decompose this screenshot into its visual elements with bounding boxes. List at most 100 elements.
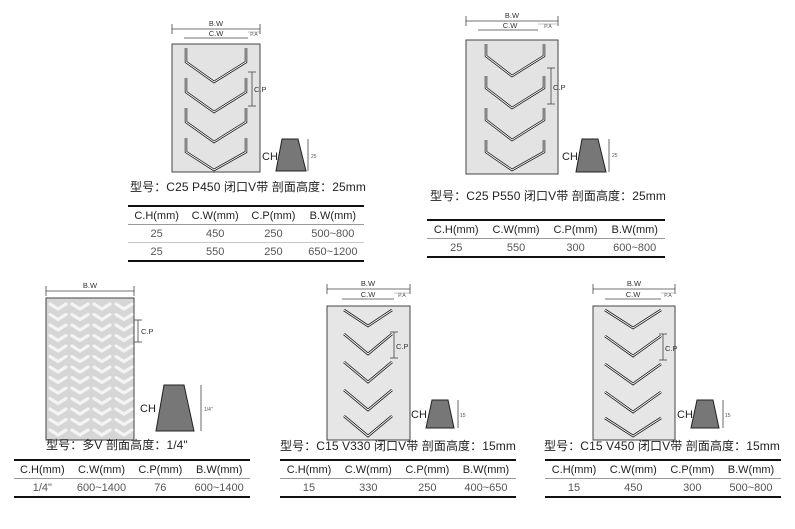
ch-label: CH (411, 409, 427, 421)
table-row: 15 450 300 500~800 (545, 478, 781, 498)
chevron-cleats (48, 302, 134, 437)
chevron-mark (48, 407, 68, 416)
col-header: C.H(mm) (545, 459, 603, 479)
cw-label: C.W (626, 290, 642, 299)
cp-label: C.P (141, 327, 154, 336)
bw-label: B.W (209, 19, 224, 28)
cell: 25 (427, 238, 486, 258)
cell: 300 (546, 238, 605, 258)
chevron-mark (48, 302, 68, 311)
product-c15-v330: B.W C.W P.A C.P CH 15 型号：C15 V330 闭口V带 剖… (270, 270, 530, 529)
col-header: B.W(mm) (301, 205, 364, 225)
cell: 400~650 (455, 478, 516, 498)
pa-label: P.A (544, 24, 552, 30)
cell: 1/4" (14, 478, 71, 498)
chevron-mark (92, 428, 112, 437)
chevron-mark (114, 386, 134, 395)
pa-label: P.A (398, 293, 406, 299)
chevron-mark (114, 417, 134, 427)
chevron-mark (48, 365, 68, 374)
cell: 550 (485, 238, 547, 258)
product-c25-p550: B.W C.W P.A C.P CH 25 型号：C25 P550 闭口V带 剖… (427, 11, 666, 258)
col-header: C.P(mm) (398, 459, 456, 479)
chevron-mark (70, 407, 90, 416)
chevron-mark (114, 344, 134, 353)
chevron-mark (48, 323, 68, 332)
chevron-mark (48, 333, 68, 343)
col-header: B.W(mm) (188, 459, 250, 479)
chevron-mark (70, 396, 90, 406)
cw-label: C.W (503, 21, 519, 30)
cell: 25 (128, 242, 186, 262)
ch-label: CH (140, 403, 156, 415)
profile-height: 15 (725, 413, 731, 419)
chevron-mark (48, 344, 68, 353)
profile-height: 25 (311, 154, 317, 160)
chevron-mark (48, 312, 68, 322)
cleat-profile-icon (425, 399, 455, 429)
chevron-mark (114, 312, 134, 322)
chevron-mark (48, 386, 68, 395)
chevron-mark (70, 386, 90, 395)
cp-label: C.P (665, 344, 678, 353)
chevron-mark (114, 428, 134, 437)
cell: 600~1400 (188, 478, 250, 498)
cell: 300 (663, 478, 721, 498)
chevron-mark (92, 354, 112, 364)
col-header: C.W(mm) (337, 459, 399, 479)
spec-table-c15-v450: C.H(mm) C.W(mm) C.P(mm) B.W(mm) 15 450 3… (545, 459, 781, 498)
chevron-mark (114, 407, 134, 416)
cw-label: C.W (361, 290, 377, 299)
chevron-mark (92, 312, 112, 322)
col-header: B.W(mm) (720, 459, 781, 479)
product-multi-v: B.W C.P CH 1/4" 型号：多V 剖面高度：1/4" C.H(mm) … (0, 270, 260, 529)
col-header: C.H(mm) (280, 459, 338, 479)
col-header: C.P(mm) (132, 459, 189, 479)
chevron-mark (70, 417, 90, 427)
cell: 600~1400 (70, 478, 133, 498)
cell: 450 (602, 478, 664, 498)
belt-diagram-c25-p550: B.W C.W P.A C.P CH 25 (465, 11, 618, 175)
col-header: C.H(mm) (14, 459, 71, 479)
chevron-mark (92, 344, 112, 353)
profile-height: 15 (460, 413, 466, 419)
belt-diagram-c15-v330: B.W C.W P.A C.P CH 15 (326, 279, 466, 441)
chevron-mark (92, 375, 112, 385)
cell: 76 (132, 478, 189, 498)
chevron-mark (70, 428, 90, 437)
col-header: C.H(mm) (128, 205, 186, 225)
cell: 500~800 (301, 224, 364, 243)
col-header: C.P(mm) (663, 459, 721, 479)
cell: 15 (280, 478, 338, 498)
col-header: B.W(mm) (455, 459, 516, 479)
cell: 550 (185, 242, 246, 262)
chevron-mark (70, 323, 90, 332)
chevron-mark (48, 375, 68, 385)
product-c15-v450: B.W C.W P.A C.P CH 15 型号：C15 V450 闭口V带 剖… (535, 270, 795, 529)
caption-c25-p450: 型号：C25 P450 闭口V带 剖面高度：25mm (130, 180, 366, 194)
profile-height: 25 (612, 153, 618, 159)
cp-label: C.P (396, 342, 409, 351)
chevron-mark (70, 333, 90, 343)
chevron-mark (114, 365, 134, 374)
chevron-mark (114, 333, 134, 343)
chevron-mark (92, 333, 112, 343)
chevron-mark (48, 396, 68, 406)
cleat-profile-icon (155, 384, 195, 432)
table-row: 25 550 250 650~1200 (128, 242, 364, 262)
spec-table-c25-p450: C.H(mm) C.W(mm) C.P(mm) B.W(mm) 25 450 2… (128, 205, 364, 262)
cleat-profile-icon (275, 138, 307, 172)
cell: 650~1200 (301, 242, 364, 262)
cleat-profile-icon (575, 138, 607, 173)
chevron-mark (92, 323, 112, 332)
cell: 250 (398, 478, 456, 498)
chevron-mark (70, 312, 90, 322)
chevron-mark (70, 375, 90, 385)
cell: 15 (545, 478, 603, 498)
cp-label: C.P (553, 83, 566, 92)
cp-label: C.P (254, 85, 267, 94)
spec-table-c25-p550: C.H(mm) C.W(mm) C.P(mm) B.W(mm) 25 550 3… (427, 219, 665, 258)
col-header: B.W(mm) (604, 219, 665, 239)
table-row: 1/4" 600~1400 76 600~1400 (14, 478, 250, 498)
caption-c15-v330: 型号：C15 V330 闭口V带 剖面高度：15mm (280, 439, 516, 453)
